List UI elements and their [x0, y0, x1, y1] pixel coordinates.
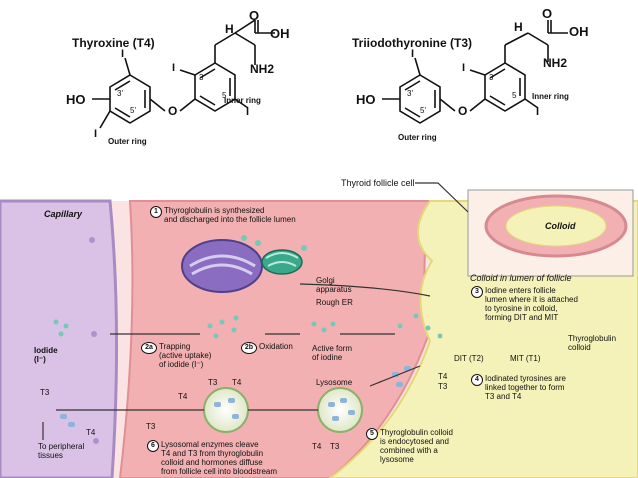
step-2b-number: 2b [241, 342, 257, 354]
molecule-structures [92, 19, 568, 129]
thyroid-follicle-cell-label: Thyroid follicle cell [341, 178, 415, 188]
step-4-number: 4 [471, 374, 483, 386]
t3-mark-lyso1: T3 [330, 442, 340, 451]
t3-iodine-3: I [462, 62, 466, 74]
t3-outer-ring [399, 74, 441, 124]
capillary-label: Capillary [44, 209, 83, 219]
thyroglobulin-colloid-label: Thyroglobulin colloid [568, 334, 617, 352]
t3-mark-cell: T3 [146, 422, 156, 431]
t4-iodine-3p: I [121, 48, 125, 60]
step-6-text: Lysosomal enzymes cleave T4 and T3 from … [161, 440, 278, 476]
follicle-inset [467, 189, 634, 277]
t4-pos-5: 5 [222, 91, 227, 100]
t3-o: O [542, 6, 553, 21]
t4-mark-colloid: T4 [438, 372, 448, 381]
t3-inner-ring [484, 62, 526, 112]
t3-h: H [514, 20, 523, 34]
t3-pos-5p: 5' [420, 106, 426, 115]
t4-mark-blood: T4 [86, 428, 96, 437]
t3-oh: OH [569, 24, 589, 39]
t4-outer-ring [109, 74, 151, 124]
rough-er [181, 239, 263, 293]
iodide-label: Iodide (I⁻) [34, 346, 58, 364]
t4-oh: OH [270, 26, 290, 41]
t3-nh2: NH2 [543, 56, 568, 70]
capillary [0, 199, 119, 478]
t4-o: O [249, 8, 260, 23]
t4-ho: HO [66, 92, 86, 107]
step-6-number: 6 [147, 440, 159, 452]
active-iodine-label: Active form of iodine [312, 344, 353, 362]
rough-er-label: Rough ER [316, 298, 353, 307]
lysosome-2 [203, 387, 249, 433]
dit-label: DIT (T2) [454, 354, 484, 363]
lysosome-1 [317, 387, 363, 433]
t4-pos-3: 3 [199, 73, 204, 82]
step-3-text: Iodine enters follicle lumen where it is… [485, 286, 578, 322]
t4-outer-ring-label: Outer ring [108, 137, 147, 146]
lysosome-label: Lysosome [316, 378, 353, 387]
step-5-text: Thyroglobulin colloid is endocytosed and… [380, 428, 453, 464]
t4-iodine-5p: I [94, 128, 98, 140]
t4-iodine-5: I [246, 106, 250, 118]
t3-iodine-3p: I [411, 48, 415, 60]
t4-nh2: NH2 [250, 62, 275, 76]
t4-mark-cell: T4 [178, 392, 188, 401]
golgi-apparatus [261, 249, 303, 275]
t3-mark-blood: T3 [40, 388, 50, 397]
t4-mark-lyso1: T4 [312, 442, 322, 451]
colloid-label: Colloid [545, 221, 576, 231]
t3-title: Triiodothyronine (T3) [352, 36, 472, 50]
t3-inner-ring-label: Inner ring [532, 92, 569, 101]
t4-pos-5p: 5' [130, 106, 136, 115]
t3-pos-5: 5 [512, 91, 517, 100]
t3-pos-3p: 3' [407, 89, 413, 98]
t4-ether-o: O [168, 104, 178, 118]
step-5-number: 5 [366, 428, 378, 440]
t4-mark-lyso2: T4 [232, 378, 242, 387]
t4-iodine-3: I [172, 62, 176, 74]
t3-mark-lyso2: T3 [208, 378, 218, 387]
golgi-label: Golgi apparatus [316, 276, 352, 294]
t3-outer-ring-label: Outer ring [398, 133, 437, 142]
t3-iodine-5: I [536, 106, 540, 118]
step-1-text: Thyroglobulin is synthesized and dischar… [164, 206, 296, 224]
colloid-in-lumen-label: Colloid in lumen of follicle [470, 273, 572, 283]
t3-ho: HO [356, 92, 376, 107]
step-4-text: Iodinated tyrosines are linked together … [485, 374, 566, 401]
t3-pos-3: 3 [489, 73, 494, 82]
t4-title: Thyroxine (T4) [72, 36, 155, 50]
to-peripheral-label: To peripheral tissues [38, 442, 85, 460]
t3-ether-o: O [458, 104, 468, 118]
t4-pos-3p: 3' [117, 89, 123, 98]
thyroid-diagram [0, 182, 638, 478]
step-3-number: 3 [471, 286, 483, 298]
step-1-number: 1 [150, 206, 162, 218]
t4-h: H [225, 22, 234, 36]
step-2b-text: Oxidation [259, 342, 293, 351]
step-2a-number: 2a [141, 342, 157, 354]
step-2a-text: Trapping (active uptake) of iodide (I⁻) [159, 342, 212, 369]
t3-mark-colloid: T3 [438, 382, 448, 391]
t4-inner-ring-label: Inner ring [224, 96, 261, 105]
mit-label: MIT (T1) [510, 354, 541, 363]
